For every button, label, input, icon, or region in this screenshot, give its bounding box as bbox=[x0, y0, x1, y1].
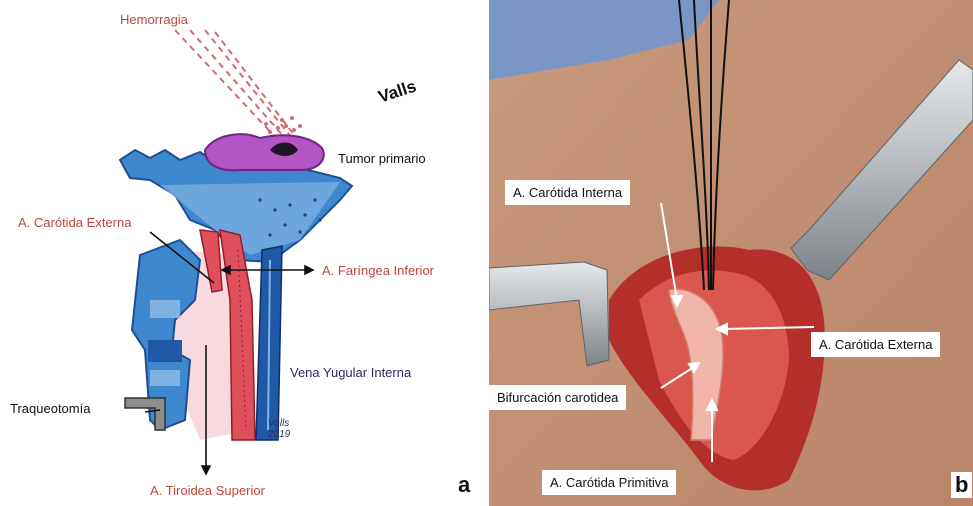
label-carotida-externa-b: A. Carótida Externa bbox=[811, 332, 940, 357]
label-carotida-interna: A. Carótida Interna bbox=[505, 180, 630, 205]
hemorrhage-rays bbox=[175, 30, 298, 140]
surgical-scene bbox=[489, 0, 973, 506]
corner-signature: Valls 2019 bbox=[268, 418, 310, 440]
anatomy-drawing bbox=[0, 0, 486, 506]
label-traqueotomia: Traqueotomía bbox=[10, 401, 90, 416]
panel-letter-b: b bbox=[951, 472, 972, 498]
tumor-mass bbox=[205, 134, 324, 170]
label-carotida-externa-a: A. Carótida Externa bbox=[18, 215, 131, 230]
label-tumor-primario: Tumor primario bbox=[338, 151, 426, 166]
label-carotida-primitiva: A. Carótida Primitiva bbox=[542, 470, 676, 495]
label-hemorragia: Hemorragia bbox=[120, 12, 188, 27]
illustration-panel: Hemorragia Valls Tumor primario A. Carót… bbox=[0, 0, 486, 506]
label-vena-yugular: Vena Yugular Interna bbox=[290, 365, 411, 380]
label-faringea-inferior: A. Faríngea Inferior bbox=[322, 263, 434, 278]
hemorrhage-dots bbox=[264, 116, 302, 134]
surgical-photo-panel: A. Carótida Interna A. Carótida Externa … bbox=[489, 0, 973, 506]
panel-letter-a: a bbox=[458, 472, 470, 498]
label-bifurcacion: Bifurcación carotidea bbox=[489, 385, 626, 410]
label-tiroidea-superior: A. Tiroidea Superior bbox=[150, 483, 265, 498]
tracheostomy-tube bbox=[125, 398, 165, 430]
